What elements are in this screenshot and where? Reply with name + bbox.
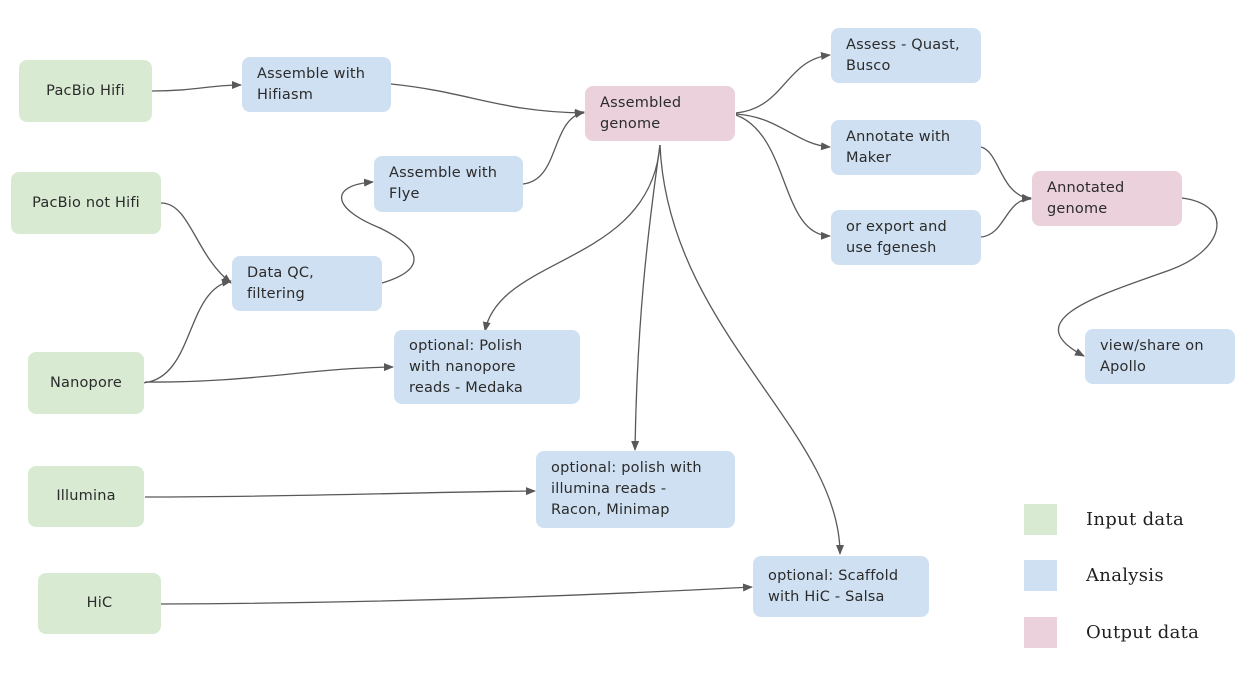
node-label: Assemble with Flye	[389, 165, 498, 202]
node-label: HiC	[86, 595, 113, 611]
edge-assembled-to-polish-illumina	[631, 144, 661, 451]
edge-assembled-to-polish-nanopore	[482, 144, 661, 332]
node-label: Data QC, filtering	[247, 264, 314, 302]
edge-hic-to-scaffold	[160, 583, 753, 605]
node-assembled-genome: Assembled genome	[585, 86, 735, 141]
edge-pacbio-hifi-to-hifiasm	[151, 81, 242, 92]
edge-assembled-to-scaffold	[659, 144, 844, 555]
edge-assembled-to-fgenesh	[735, 114, 831, 240]
node-assemble-hifiasm: Assemble with Hifiasm	[242, 57, 391, 112]
node-data-qc: Data QC, filtering	[232, 256, 382, 311]
legend-swatch-analysis	[1024, 560, 1057, 591]
legend-label-input: Input data	[1086, 509, 1184, 530]
legend-label-output: Output data	[1086, 622, 1200, 643]
node-assemble-flye: Assemble with Flye	[374, 156, 523, 212]
node-label: view/share on Apollo	[1100, 337, 1204, 375]
edge-assembled-to-maker	[735, 113, 831, 151]
edge-annotated-to-apollo	[1057, 197, 1218, 357]
edge-pacbio-not-hifi-to-qc	[160, 202, 232, 284]
node-label: Annotated genome	[1047, 179, 1125, 217]
edge-assembled-to-assess	[735, 52, 831, 114]
node-label: Assemble with Hifiasm	[257, 65, 366, 103]
node-label: Nanopore	[49, 374, 123, 391]
node-polish-nanopore: optional: Polish with nanopore reads - M…	[394, 330, 580, 404]
node-label: Illumina	[56, 488, 116, 504]
node-label: or export and use fgenesh	[846, 218, 947, 256]
node-label: optional: polish with illumina reads - R…	[551, 460, 702, 518]
edge-nanopore-to-qc	[142, 278, 232, 384]
node-illumina: Illumina	[28, 466, 144, 527]
node-annotate-maker: Annotate with Maker	[831, 120, 981, 175]
edge-hifiasm-to-assembled	[390, 83, 585, 117]
node-hic: HiC	[38, 573, 161, 634]
node-label: optional: Scaffold with HiC - Salsa	[768, 567, 899, 605]
legend-swatch-output	[1024, 617, 1057, 648]
node-polish-illumina: optional: polish with illumina reads - R…	[536, 451, 735, 528]
node-label: PacBio Hifi	[46, 82, 125, 99]
edge-maker-to-annotated	[980, 146, 1032, 202]
node-pacbio-hifi: PacBio Hifi	[19, 60, 152, 122]
node-label: Assembled genome	[600, 94, 682, 132]
node-assess: Assess - Quast, Busco	[831, 28, 981, 83]
node-annotated-genome: Annotated genome	[1032, 171, 1182, 226]
node-label: Annotate with Maker	[846, 128, 951, 166]
node-view-apollo: view/share on Apollo	[1085, 329, 1235, 384]
node-label: PacBio not Hifi	[32, 194, 140, 211]
edge-illumina-to-polish-illumina	[144, 487, 536, 498]
legend-swatch-input	[1024, 504, 1057, 535]
edge-fgenesh-to-annotated	[980, 194, 1032, 238]
edge-nanopore-to-polish-nanopore	[144, 363, 394, 383]
node-nanopore: Nanopore	[28, 352, 144, 414]
node-export-fgenesh: or export and use fgenesh	[831, 210, 981, 265]
node-pacbio-not-hifi: PacBio not Hifi	[11, 172, 161, 234]
legend-label-analysis: Analysis	[1086, 565, 1164, 586]
edge-qc-to-flye	[341, 178, 415, 284]
node-scaffold-hic: optional: Scaffold with HiC - Salsa	[753, 556, 929, 617]
node-label: Assess - Quast, Busco	[846, 36, 960, 74]
edge-flye-to-assembled	[522, 110, 585, 185]
node-label: optional: Polish with nanopore reads - M…	[409, 337, 524, 396]
